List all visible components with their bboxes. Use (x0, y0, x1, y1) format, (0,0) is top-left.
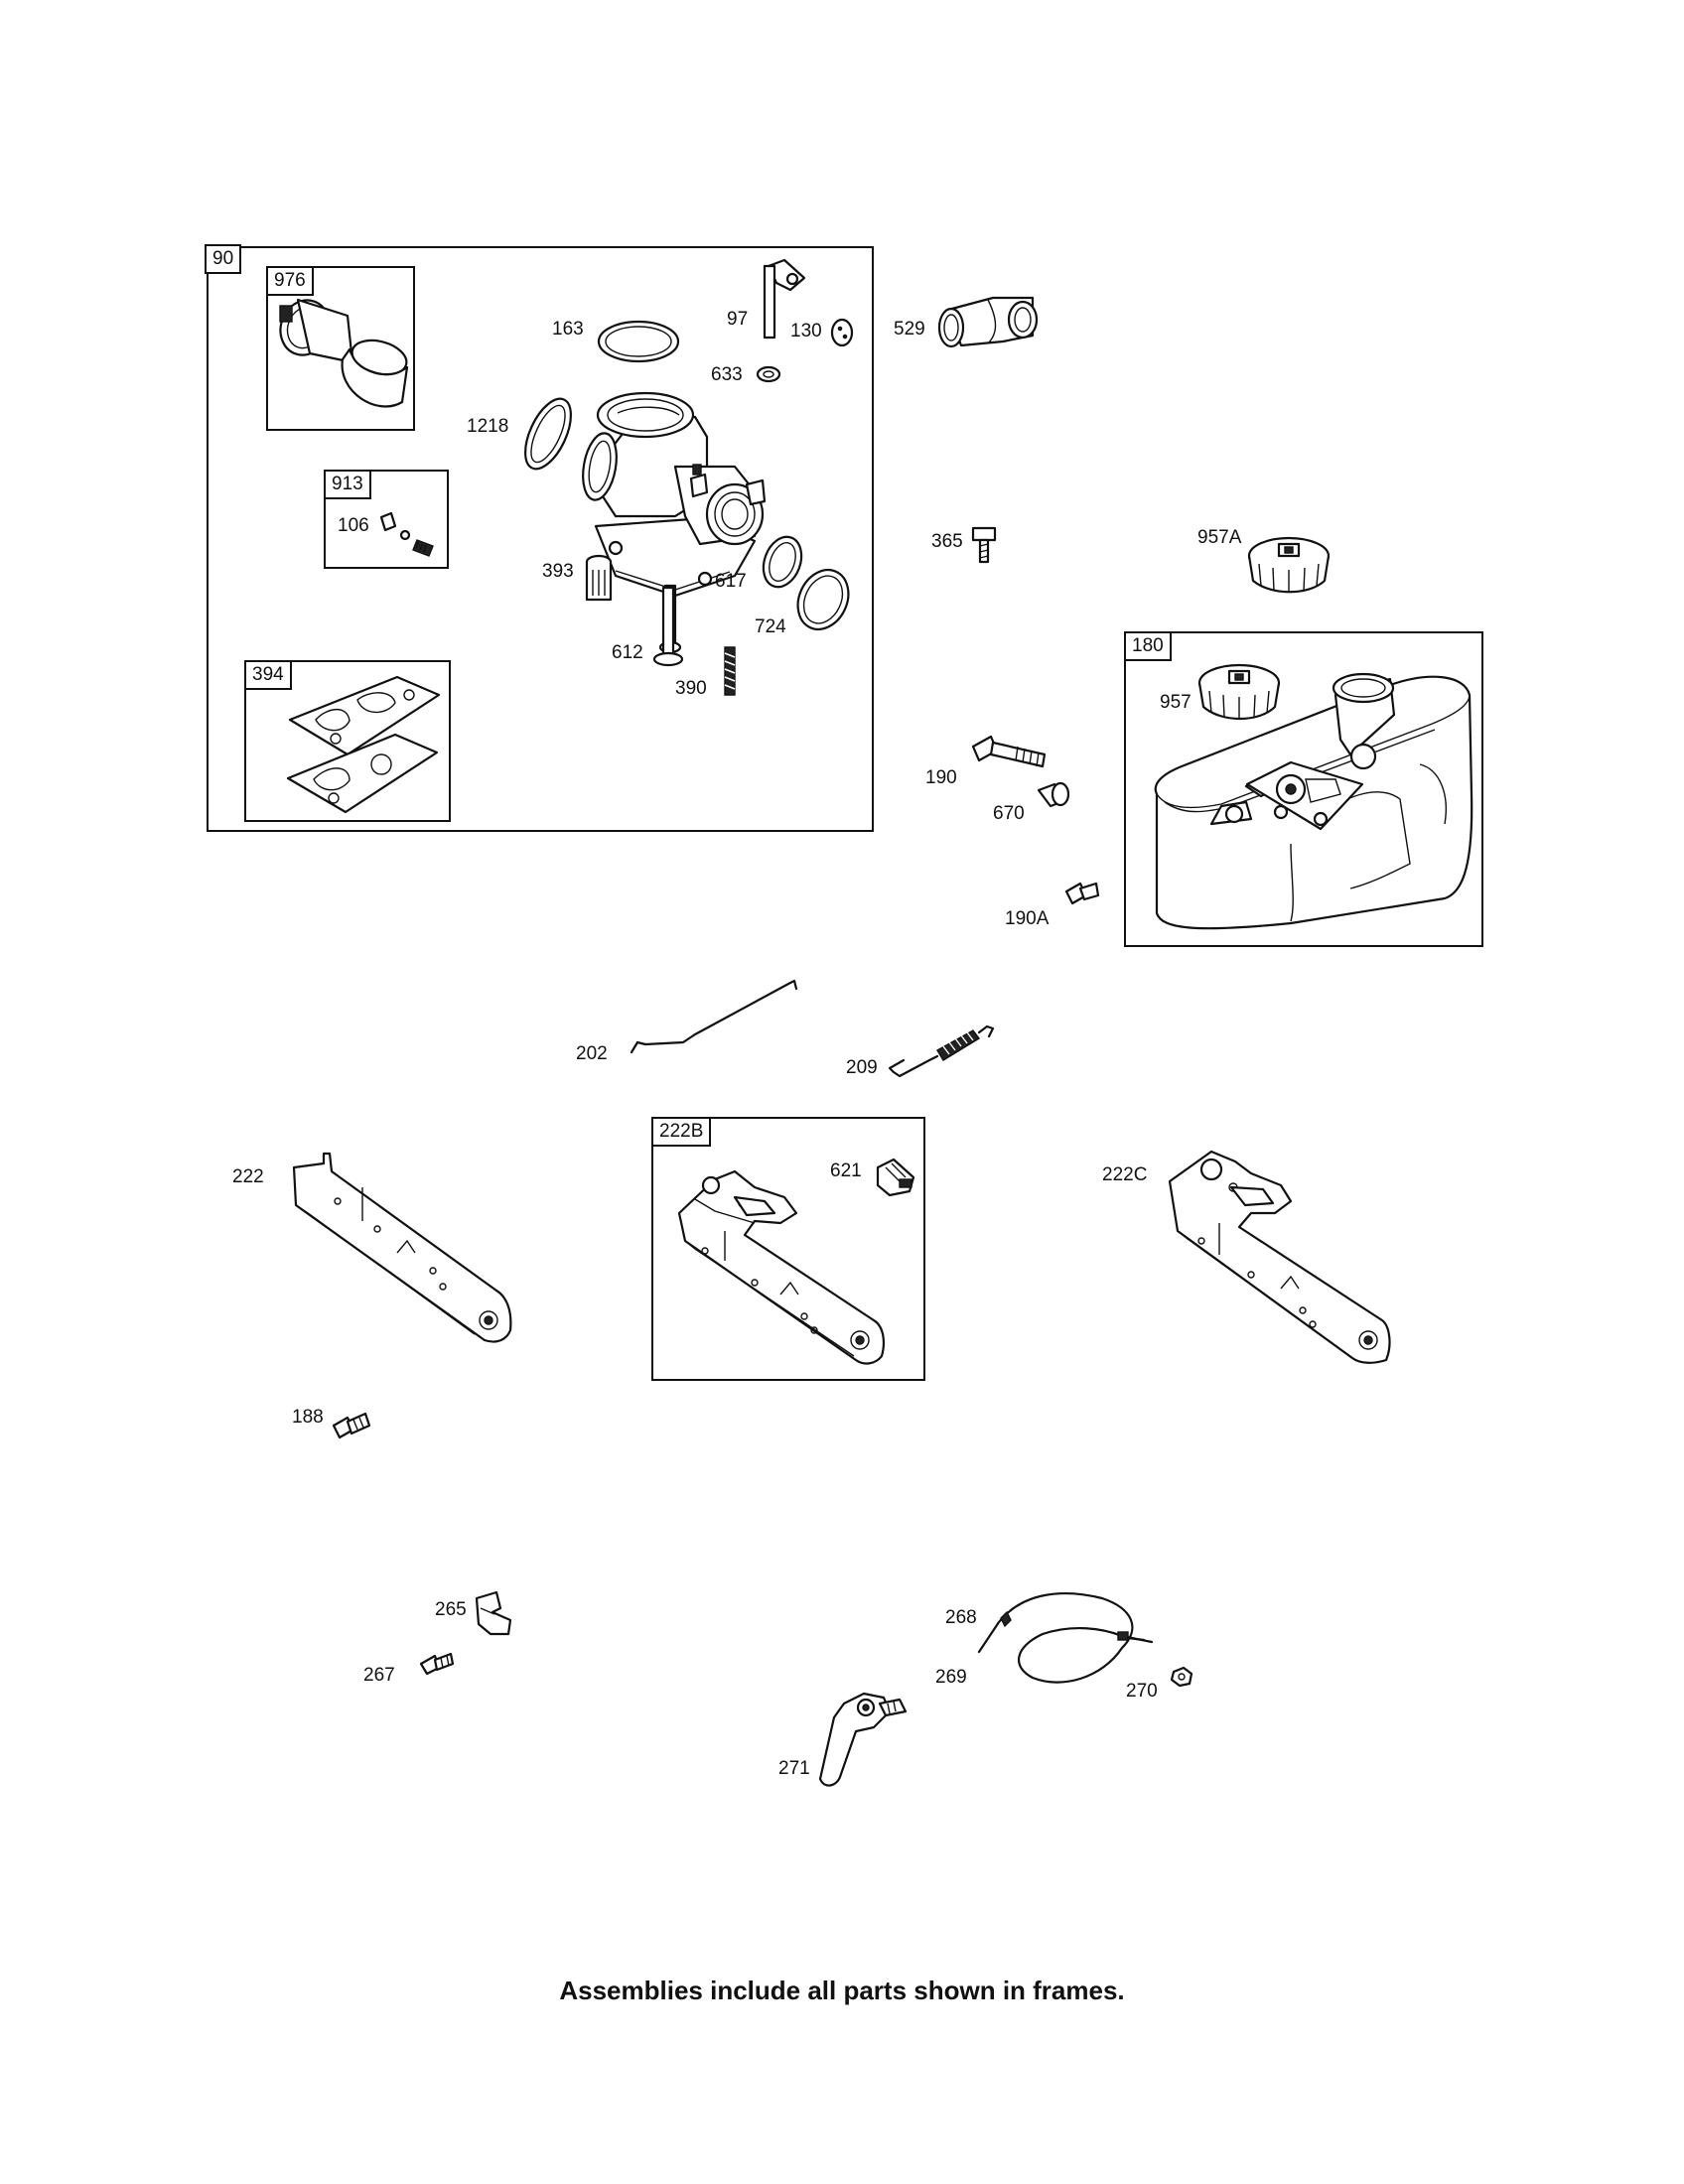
gasket-724-drawing (796, 569, 850, 630)
frame-tag-913: 913 (324, 470, 371, 499)
frame-tag-394: 394 (244, 660, 292, 690)
bracket-222-drawing (292, 1152, 512, 1343)
callout-209: 209 (846, 1057, 878, 1078)
callout-97: 97 (727, 309, 749, 330)
jet-393-drawing (585, 554, 613, 602)
callout-724: 724 (755, 616, 786, 637)
gasket-163-drawing (597, 320, 680, 363)
callout-106: 106 (338, 515, 369, 536)
spring-209-drawing (888, 1024, 995, 1078)
callout-1218: 1218 (467, 416, 509, 437)
part-621-drawing (876, 1158, 915, 1197)
callout-670: 670 (993, 803, 1025, 824)
bolt-612-drawing (652, 586, 684, 667)
callout-365: 365 (931, 531, 963, 552)
bracket-222c-drawing (1168, 1150, 1391, 1364)
gasket-kit-394-drawing (286, 675, 441, 814)
callout-633: 633 (711, 364, 743, 385)
callout-163: 163 (552, 319, 584, 340)
callout-612: 612 (612, 642, 643, 663)
callout-957a: 957A (1197, 527, 1242, 548)
callout-529: 529 (894, 319, 925, 340)
elbow-529-drawing (937, 296, 1039, 348)
frame-tag-222b: 222B (651, 1117, 712, 1147)
callout-267: 267 (363, 1665, 395, 1686)
screw-267-drawing (419, 1652, 455, 1676)
screw-365-drawing (971, 526, 997, 564)
callout-268: 268 (945, 1607, 977, 1628)
oring-617-drawing (762, 535, 803, 589)
callout-265: 265 (435, 1599, 467, 1620)
spacer-670-drawing (1037, 781, 1070, 808)
frame-tag-180: 180 (1124, 631, 1172, 661)
frame-913 (324, 470, 449, 569)
callout-621: 621 (830, 1160, 862, 1181)
callout-393: 393 (542, 561, 574, 582)
parts-913-drawing (379, 511, 434, 557)
shaft-97-drawing (763, 258, 806, 340)
seal-633-drawing (756, 365, 781, 383)
callout-957: 957 (1160, 692, 1192, 713)
callout-188: 188 (292, 1407, 324, 1428)
spring-390-drawing (724, 646, 736, 696)
frame-fuel-tank (1124, 631, 1483, 947)
frame-carburetor-assembly (207, 246, 874, 832)
lever-271-drawing (818, 1692, 908, 1787)
frame-394 (244, 660, 451, 822)
frame-tag-976: 976 (266, 266, 314, 296)
cable-268-drawing (977, 1592, 1154, 1684)
bracket-222b-drawing (677, 1169, 885, 1365)
callout-390: 390 (675, 678, 707, 699)
assemblies-note: Assemblies include all parts shown in fr… (559, 1976, 1125, 2005)
frame-tag-90: 90 (205, 244, 242, 274)
frame-976 (266, 266, 415, 431)
callout-270: 270 (1126, 1681, 1158, 1702)
callout-190: 190 (925, 767, 957, 788)
fuel-tank-180-drawing (1154, 663, 1474, 930)
callout-271: 271 (778, 1758, 810, 1779)
nut-270-drawing (1170, 1666, 1193, 1688)
callout-222: 222 (232, 1166, 264, 1187)
callout-617: 617 (715, 571, 747, 592)
callout-222c: 222C (1102, 1164, 1148, 1185)
clamp-265-drawing (475, 1590, 512, 1636)
screw-188-drawing (332, 1412, 371, 1439)
screw-190a-drawing (1064, 882, 1100, 905)
adapter-976-drawing (279, 298, 409, 408)
callout-190a: 190A (1005, 908, 1050, 929)
callout-202: 202 (576, 1043, 608, 1064)
callout-269: 269 (935, 1667, 967, 1688)
cap-957a-drawing (1247, 536, 1331, 594)
bolt-190-drawing (971, 735, 1047, 768)
plate-130-drawing (830, 318, 854, 347)
frame-222b (651, 1117, 925, 1381)
callout-130: 130 (790, 321, 822, 341)
link-rod-202-drawing (630, 979, 798, 1054)
oring-1218-drawing (524, 397, 572, 471)
carburetor-body-drawing (582, 391, 767, 654)
